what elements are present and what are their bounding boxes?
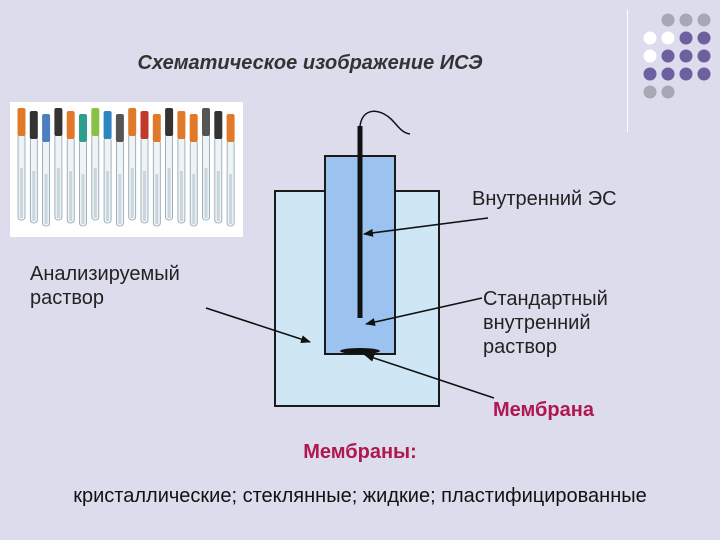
membranes-heading: Мембраны: [303,441,417,463]
decorative-dot [679,67,693,81]
arrow-analyzed-solution [205,307,311,344]
electrode-cap [17,108,26,136]
electrode-core [20,168,23,218]
label-inner-electrode: Внутренний ЭС [472,188,617,210]
electrode-core [69,171,73,221]
electrode-wire [359,110,411,135]
decorative-dot [661,67,675,81]
decorative-dot [661,31,675,45]
decorative-dot [679,31,693,45]
decorative-dot [697,31,711,45]
slide-title: Схематическое изображение ИСЭ [137,52,483,74]
decorative-dot [643,67,657,81]
label-line: Стандартный [483,288,608,310]
label-line: раствор [30,287,105,309]
outer-vessel [274,190,440,407]
decorative-dot [697,49,711,63]
label-membrane: Мембрана [493,399,594,421]
electrode-cap [165,108,174,136]
decorative-dot [661,85,675,99]
electrode-cap [66,111,75,139]
electrode-core [130,168,134,218]
electrode-cap [128,108,137,136]
electrode-cap [54,108,63,136]
electrode-core [106,171,110,221]
arrow-membrane [364,354,495,399]
electrode-core [204,168,208,218]
decorative-dot [679,13,693,27]
electrode-core [216,171,220,221]
electrode-cap [115,114,124,142]
electrode-cap [140,111,149,139]
decorative-dot [643,49,657,63]
decorative-vertical-line [627,10,628,132]
electrode-cap [214,111,223,139]
electrode-core [143,171,146,221]
decorative-dot [661,13,675,27]
electrode-core [93,168,97,218]
arrow-inner-electrode [363,217,489,237]
electrode-core [81,174,85,224]
decorative-dot [697,67,711,81]
decorative-dot [661,49,675,63]
electrode-core [32,171,36,221]
decorative-dot [643,31,657,45]
label-line: раствор [483,336,558,358]
electrode-cap [42,114,51,142]
electrode-cap [226,114,235,142]
decorative-dot-grid [643,13,711,99]
electrode-core [118,174,122,224]
electrode-cap [189,114,198,142]
electrode-core [229,174,233,224]
electrode-cap [29,111,38,139]
electrode-core [192,174,196,224]
electrode-cap [177,111,186,139]
inner-tube [324,155,396,355]
decorative-dot [679,49,693,63]
label-analyzed-solution: Анализируемый раствор [30,262,180,310]
electrode-core [44,174,48,224]
electrode-core [155,174,159,224]
electrodes-photo [10,102,243,237]
label-line: Анализируемый [30,263,180,285]
electrode-cap [202,108,210,136]
decorative-dot [643,85,657,99]
electrode-core [56,168,60,218]
electrode-cap [91,108,100,136]
label-line: внутренний [483,312,591,334]
label-standard-solution: Стандартный внутренний раствор [483,287,608,359]
electrode-cap [152,114,161,142]
electrode-core [179,171,183,221]
arrow-standard-solution [365,297,483,326]
decorative-dot [697,13,711,27]
electrode-cap [103,111,112,139]
electrode-cap [79,114,87,142]
electrode-core [167,168,171,218]
membrane [340,348,380,354]
membrane-types: кристаллические; стеклянные; жидкие; пла… [73,485,647,507]
